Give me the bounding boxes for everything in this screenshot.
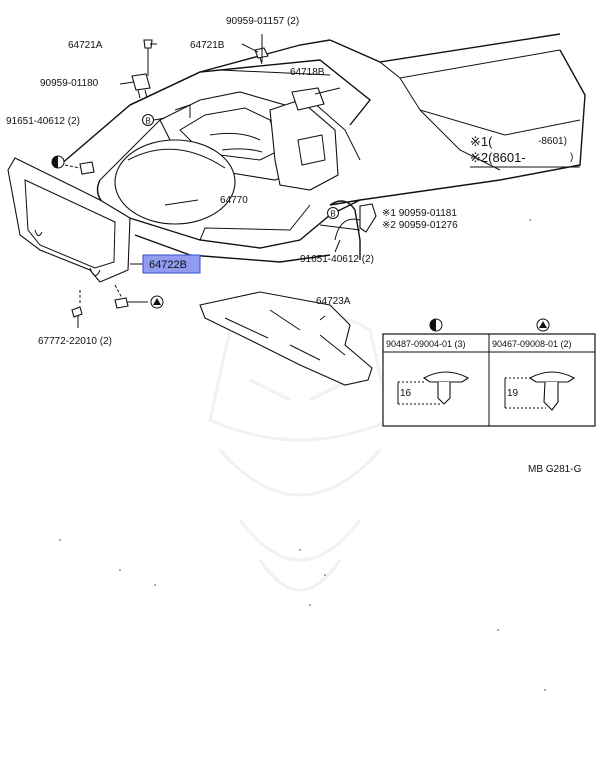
clip-symbol-triangle-left (150, 295, 164, 309)
clip-64721B (254, 47, 269, 65)
car-body (59, 33, 586, 263)
trunk-floor-board (199, 291, 373, 386)
bolt-symbol-b-right: B (327, 207, 339, 219)
legend-row1-prefix: ※1( (470, 134, 493, 149)
inset-right-dim: 19 (507, 388, 519, 399)
legend-row1-range: -8601) (538, 136, 567, 147)
clip-near-panel (79, 161, 95, 175)
svg-text:B: B (330, 210, 335, 219)
legend-row2-prefix: ※2(8601- (470, 150, 526, 165)
clip-detail-inset: 90487-09004-01 (3) 90467-09008-01 (2) 16… (382, 318, 596, 427)
label-90959-01157: 90959-01157 (2) (226, 16, 299, 27)
inset-left-dim: 16 (400, 388, 412, 399)
label-64718B: 64718B (290, 67, 325, 78)
label-91651-top: 91651-40612 (2) (6, 116, 80, 127)
label-90959-01180: 90959-01180 (40, 78, 99, 89)
screw-67772 (71, 306, 83, 328)
label-64770: 64770 (220, 195, 248, 206)
inset-symbol-half-circle (429, 318, 443, 332)
legend-block: ※1( -8601) ※2(8601- ) (470, 134, 580, 168)
label-64722B[interactable]: 64722B (149, 259, 187, 271)
highlight-64722B[interactable]: 64722B (142, 254, 201, 274)
bolt-symbol-b-left: B (142, 114, 154, 126)
inset-left-clip: 16 (397, 371, 470, 405)
label-mb-code: MB G281-G (528, 464, 582, 475)
svg-text:B: B (145, 117, 150, 126)
label-67772: 67772-22010 (2) (38, 336, 112, 347)
clip-90959-01180 (131, 73, 151, 99)
label-64721B: 64721B (190, 40, 225, 51)
spare-tire-cover (114, 139, 236, 225)
label-star2: ※2 90959-01276 (382, 220, 458, 231)
inset-right-clip: 19 (504, 371, 576, 411)
legend-row2-suffix: ) (570, 152, 573, 163)
label-91651-right: 91651-40612 (2) (300, 254, 374, 265)
inset-right-part: 90467-09008-01 (2) (492, 339, 572, 349)
inset-symbol-triangle (536, 318, 550, 332)
trunk-lid-trim-panel (7, 157, 131, 283)
clip-64721A (143, 39, 153, 56)
leader-lines (64, 34, 361, 305)
label-star1: ※1 90959-01181 (382, 208, 457, 219)
inset-left-part: 90487-09004-01 (3) (386, 339, 466, 349)
trunk-side-panel (269, 87, 339, 191)
label-64721A: 64721A (68, 40, 103, 51)
scan-specks (59, 219, 546, 691)
label-64723A: 64723A (316, 296, 351, 307)
clip-90959-01181 (359, 203, 377, 233)
clip-bottom-left (114, 297, 148, 309)
clip-symbol-half-circle (51, 155, 65, 169)
